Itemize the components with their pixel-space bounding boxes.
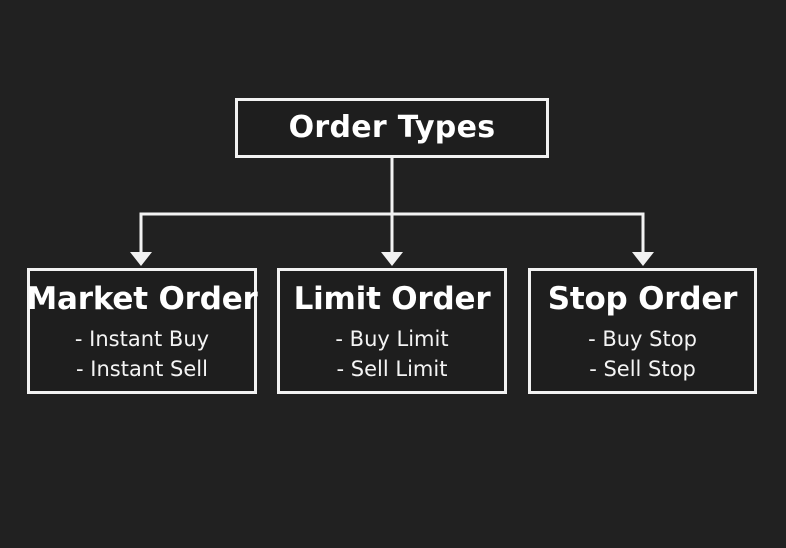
node-item-instant-buy: - Instant Buy [74, 327, 210, 352]
node-stop-order[interactable]: Stop Order - Buy Stop - Sell Stop [528, 268, 757, 394]
node-item-sell-limit: - Sell Limit [336, 357, 448, 382]
node-order-types[interactable]: Order Types [235, 98, 549, 158]
node-title-limit-order: Limit Order [293, 281, 491, 317]
arrowhead-limit [381, 252, 403, 266]
arrowhead-stop [632, 252, 654, 266]
node-title-stop-order: Stop Order [547, 281, 738, 317]
node-items-stop-order: - Buy Stop - Sell Stop [588, 325, 697, 385]
node-item-buy-stop: - Buy Stop [588, 327, 697, 352]
node-item-sell-stop: - Sell Stop [589, 357, 696, 382]
arrowhead-market [130, 252, 152, 266]
node-items-market-order: - Instant Buy - Instant Sell [75, 325, 209, 385]
node-market-order[interactable]: Market Order - Instant Buy - Instant Sel… [26, 268, 258, 394]
node-limit-order[interactable]: Limit Order - Buy Limit - Sell Limit [277, 268, 507, 394]
node-item-buy-limit: - Buy Limit [335, 327, 449, 352]
node-items-limit-order: - Buy Limit - Sell Limit [335, 325, 448, 385]
node-item-instant-sell: - Instant Sell [76, 357, 208, 382]
node-title-market-order: Market Order [26, 281, 258, 317]
node-title-root: Order Types [288, 110, 496, 145]
